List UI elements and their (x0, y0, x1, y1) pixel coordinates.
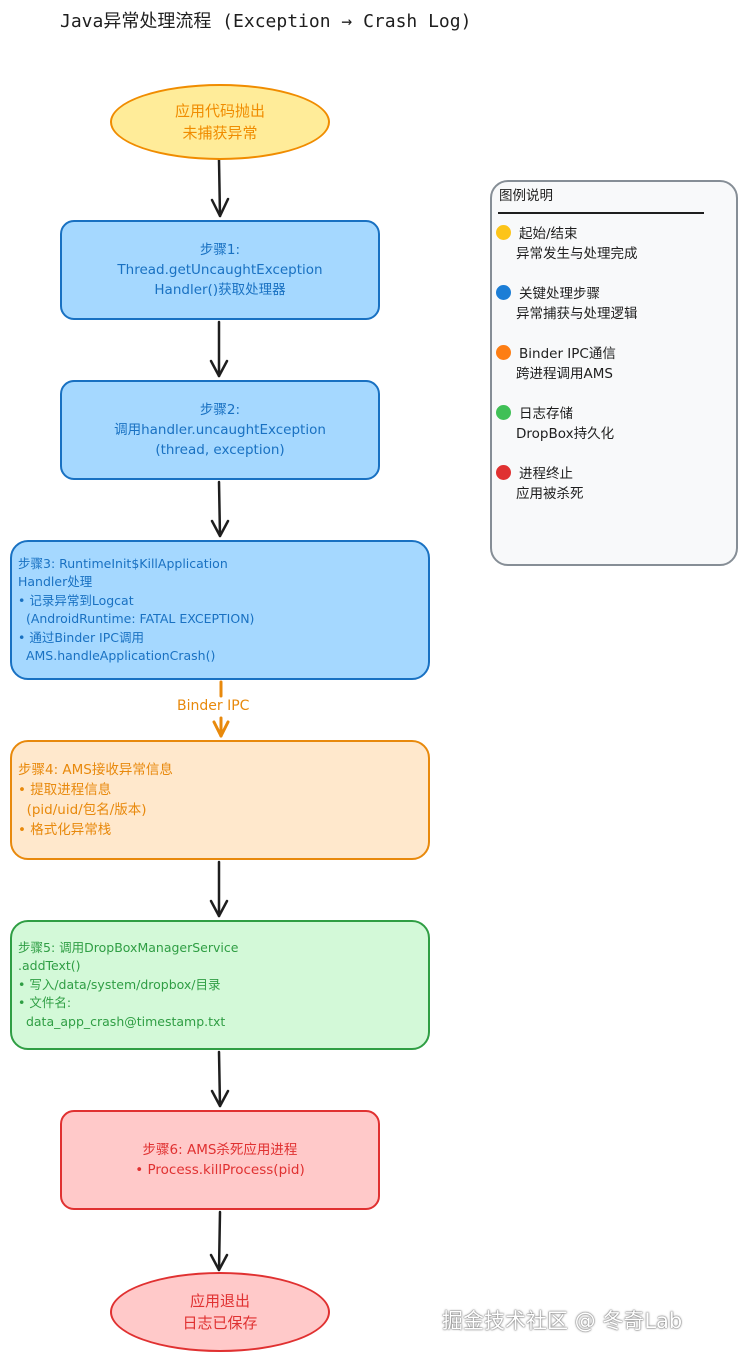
step1-node: 步骤1: Thread.getUncaughtException Handler… (60, 220, 380, 320)
node-text: • 格式化异常栈 (18, 822, 112, 838)
step3-node: 步骤3: RuntimeInit$KillApplication Handler… (10, 540, 430, 680)
legend-label: Binder IPC通信 (519, 346, 616, 362)
node-text: 步骤1: (199, 242, 241, 258)
node-text: Thread.getUncaughtException (117, 262, 323, 278)
node-text: 调用handler.uncaughtException (114, 422, 326, 438)
step6-node: 步骤6: AMS杀死应用进程 • Process.killProcess(pid… (60, 1110, 380, 1210)
legend-panel: 图例说明 起始/结束 异常发生与处理完成 关键处理步骤 异常捕获与处理逻辑 Bi… (490, 180, 738, 566)
legend-item-start-end: 起始/结束 异常发生与处理完成 (496, 224, 732, 264)
node-text: 步骤5: 调用DropBoxManagerService (18, 939, 239, 955)
node-text: data_app_crash@timestamp.txt (18, 1013, 226, 1029)
red-dot-icon (496, 465, 511, 480)
arrowhead (210, 197, 230, 218)
legend-title: 图例说明 (499, 188, 553, 204)
orange-dot-icon (496, 345, 511, 360)
legend-desc: 应用被杀死 (516, 486, 584, 502)
node-text: 步骤4: AMS接收异常信息 (18, 762, 173, 778)
legend-item-log-storage: 日志存储 DropBox持久化 (496, 404, 732, 444)
arrowhead (209, 899, 229, 918)
legend-desc: 异常发生与处理完成 (516, 246, 638, 262)
node-text: 应用退出 (189, 1292, 250, 1310)
node-text: .addText() (18, 958, 81, 974)
node-text: (pid/uid/包名/版本) (18, 802, 147, 818)
legend-item-key-step: 关键处理步骤 异常捕获与处理逻辑 (496, 284, 732, 324)
arrowhead (212, 720, 230, 738)
binder-ipc-label: Binder IPC (177, 698, 250, 714)
node-text: • 记录异常到Logcat (18, 592, 134, 608)
node-text: 步骤2: (199, 402, 241, 418)
legend-label: 关键处理步骤 (519, 286, 600, 302)
legend-item-process-kill: 进程终止 应用被杀死 (496, 464, 732, 504)
arrowhead (209, 1253, 229, 1272)
arrow-step2-step3 (217, 480, 222, 538)
diagram-title: Java异常处理流程 (Exception → Crash Log) (60, 11, 472, 32)
node-text: (AndroidRuntime: FATAL EXCEPTION) (18, 611, 255, 626)
legend-item-binder-ipc: Binder IPC通信 跨进程调用AMS (496, 344, 732, 384)
step4-node: 步骤4: AMS接收异常信息 • 提取进程信息 (pid/uid/包名/版本) … (10, 740, 430, 860)
node-text: (thread, exception) (155, 442, 285, 458)
node-text: 日志已保存 (182, 1314, 258, 1332)
node-text: 应用代码抛出 (174, 102, 265, 120)
end-node: 应用退出 日志已保存 (110, 1272, 330, 1352)
legend-label: 日志存储 (519, 406, 573, 422)
legend-desc: 跨进程调用AMS (516, 366, 613, 382)
green-dot-icon (496, 405, 511, 420)
node-text: AMS.handleApplicationCrash() (18, 648, 216, 663)
arrowhead (209, 359, 229, 378)
arrowhead (210, 1089, 230, 1108)
legend-desc: 异常捕获与处理逻辑 (516, 306, 638, 322)
start-node: 应用代码抛出 未捕获异常 (110, 84, 330, 160)
node-text: 步骤3: RuntimeInit$KillApplication (18, 555, 228, 571)
node-text: 未捕获异常 (182, 124, 258, 142)
step5-node: 步骤5: 调用DropBoxManagerService .addText() … (10, 920, 430, 1050)
node-text: • 通过Binder IPC调用 (18, 629, 145, 645)
arrow-step6-end (217, 1210, 222, 1272)
yellow-dot-icon (496, 225, 511, 240)
arrowhead (210, 519, 230, 538)
arrow-step5-step6 (217, 1050, 222, 1108)
arrow-start-step1 (217, 158, 222, 218)
legend-label: 进程终止 (519, 466, 573, 482)
legend-label: 起始/结束 (519, 226, 578, 242)
step2-node: 步骤2: 调用handler.uncaughtException (thread… (60, 380, 380, 480)
blue-dot-icon (496, 285, 511, 300)
legend-divider (498, 212, 704, 214)
node-text: Handler()获取处理器 (154, 282, 286, 298)
node-text: • 文件名: (18, 995, 72, 1011)
legend-desc: DropBox持久化 (516, 426, 615, 442)
node-text: 步骤6: AMS杀死应用进程 (142, 1142, 298, 1158)
node-text: Handler处理 (18, 574, 93, 589)
node-text: • 写入/data/system/dropbox/目录 (18, 976, 221, 992)
node-text: • 提取进程信息 (18, 782, 112, 798)
node-text: • Process.killProcess(pid) (135, 1162, 305, 1178)
watermark: 掘金技术社区 @ 冬奇Lab (442, 1309, 683, 1333)
